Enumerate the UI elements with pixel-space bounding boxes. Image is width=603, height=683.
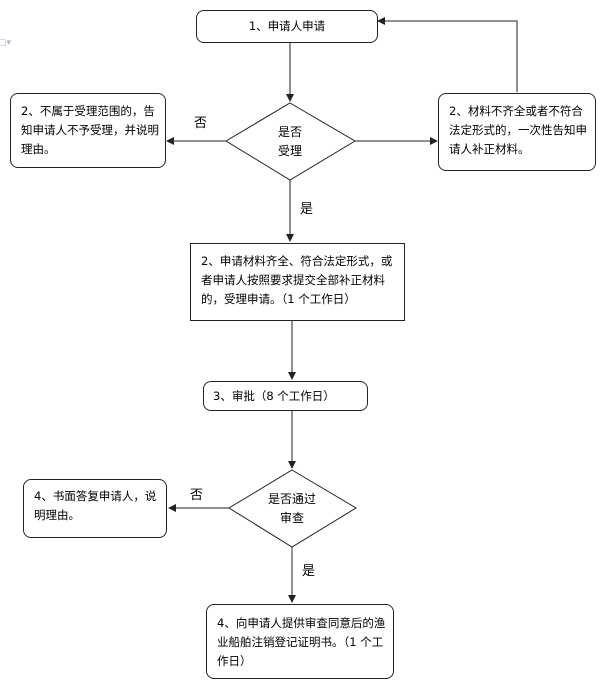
node-certificate-text: 4、向申请人提供审查同意后的渔业船舶注销登记证明书。（1 个工作日） bbox=[217, 616, 386, 668]
node-not-in-scope: 2、不属于受理范围的，告知申请人不予受理，并说明理由。 bbox=[10, 93, 166, 168]
node-incomplete: 2、材料不齐全或者不符合法定形式的，一次性告知申请人补正材料。 bbox=[438, 93, 596, 171]
decision-accept-line2: 受理 bbox=[277, 144, 302, 158]
decision-accept-line1: 是否 bbox=[277, 125, 302, 139]
node-approve: 3、审批（8 个工作日） bbox=[203, 381, 368, 411]
node-apply-text: 1、申请人申请 bbox=[248, 19, 326, 33]
decision-review-text: 是否通过 审查 bbox=[252, 490, 332, 528]
label-yes-1: 是 bbox=[300, 202, 314, 217]
node-incomplete-text: 2、材料不齐全或者不符合法定形式的，一次性告知申请人补正材料。 bbox=[449, 104, 587, 156]
node-accept: 2、申请材料齐全、符合法定形式，或者申请人按照要求提交全部补正材料的，受理申请。… bbox=[190, 243, 405, 321]
label-yes-2: 是 bbox=[302, 564, 316, 579]
node-apply: 1、申请人申请 bbox=[196, 10, 378, 43]
label-no-2: 否 bbox=[190, 488, 204, 503]
node-certificate: 4、向申请人提供审查同意后的渔业船舶注销登记证明书。（1 个工作日） bbox=[206, 604, 394, 679]
label-no-1: 否 bbox=[194, 116, 208, 131]
node-reply: 4、书面答复申请人，说明理由。 bbox=[23, 479, 167, 538]
decision-review-line1: 是否通过 bbox=[267, 492, 316, 506]
arrow-incomplete-to-apply bbox=[377, 17, 518, 92]
decision-accept-text: 是否 受理 bbox=[255, 123, 325, 161]
attachment-icon: ▢▾ bbox=[0, 38, 12, 48]
decision-review-line2: 审查 bbox=[279, 511, 304, 525]
node-reply-text: 4、书面答复申请人，说明理由。 bbox=[34, 489, 157, 522]
node-approve-text: 3、审批（8 个工作日） bbox=[213, 389, 335, 403]
node-accept-text: 2、申请材料齐全、符合法定形式，或者申请人按照要求提交全部补正材料的，受理申请。… bbox=[201, 254, 393, 306]
node-not-in-scope-text: 2、不属于受理范围的，告知申请人不予受理，并说明理由。 bbox=[21, 104, 159, 156]
